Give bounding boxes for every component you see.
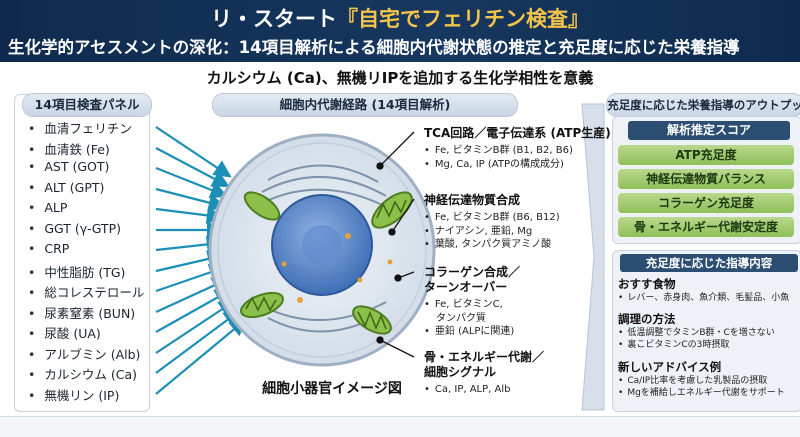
granules xyxy=(281,233,393,303)
pathway-item: ナイアシン, 亜鉛, Mg xyxy=(424,225,560,239)
guide-section-food: おすす食物 レバー、赤身肉、魚介類、毛髪品、小魚 xyxy=(618,277,789,304)
guide-title: 新しいアドバイス例 xyxy=(618,360,722,374)
exam-item: GGT (γ-GTP) xyxy=(22,221,144,242)
score-pill: 神経伝達物質バランス xyxy=(618,169,794,189)
guide-heading: 充足度に応じた指導内容 xyxy=(620,254,798,272)
guide-item: 裏こビタミンCの3時摂取 xyxy=(618,339,775,351)
guide-title: おすす食物 xyxy=(618,277,676,291)
output-panel-heading: 充足度に応じた栄養指導のアウトプット xyxy=(606,93,800,134)
pathway-title: 骨・エネルギー代謝／ xyxy=(424,350,545,364)
pathway-item: Mg, Ca, IP (ATPの構成成分) xyxy=(424,158,611,172)
header-banner: リ・スタート『自宅でフェリチン検査』 生化学的アセスメントの深化：14項目解析に… xyxy=(0,0,800,62)
exam-item: 血清鉄 (Fe) xyxy=(22,139,144,160)
pathway-bone: 骨・エネルギー代謝／ 細胞シグナル Ca, IP, ALP, Alb xyxy=(424,350,544,397)
pathway-item: タンパク質 xyxy=(436,312,486,324)
exam-item: 尿酸 (UA) xyxy=(22,323,144,344)
exam-item: 血清フェリチン xyxy=(22,118,144,139)
mitochondria-icon xyxy=(240,191,413,335)
pathway-title-2: 細胞シグナル xyxy=(424,365,497,379)
exam-item: AST (GOT) xyxy=(22,159,144,180)
exam-item: ALT (GPT) xyxy=(22,180,144,201)
cell-caption: 細胞小器官イメージ図 xyxy=(262,381,402,397)
page-title: リ・スタート『自宅でフェリチン検査』 xyxy=(0,3,800,33)
title-accent: 『自宅でフェリチン検査』 xyxy=(337,7,589,31)
guide-section-cooking: 調理の方法 低温調整でタミンB群・Cを増さない 裏こビタミンCの3時摂取 xyxy=(618,312,775,351)
pathway-title: 神経伝達物質合成 xyxy=(424,193,521,207)
pathway-item: 亜鉛 (ALPに関連) xyxy=(424,325,520,339)
pathway-panel-heading: 細胞内代謝経路 (14項目解析) xyxy=(212,93,518,117)
pathway-title-2: ターンオーバー xyxy=(424,280,508,294)
pathway-tca: TCA回路／電子伝達系 (ATP生産) Fe, ビタミンB群 (B1, B2, … xyxy=(424,126,611,171)
guide-item: Ca/IP比率を考慮した乳製品の摂取 xyxy=(618,375,785,387)
title-prefix: リ・スタート xyxy=(211,7,337,31)
exam-panel-heading: 14項目検査パネル xyxy=(22,93,152,117)
exam-item: アルブミン (Alb) xyxy=(22,344,144,365)
pathway-item: Fe, ビタミンC, xyxy=(424,298,520,312)
page-subtitle: 生化学的アセスメントの深化：14項目解析による細胞内代謝状態の推定と充足度に応じ… xyxy=(8,38,740,57)
pathway-item: 葉酸, タンパク質アミノ酸 xyxy=(424,238,560,252)
pathway-collagen: コラーゲン合成／ ターンオーバー Fe, ビタミンC, タンパク質 亜鉛 (AL… xyxy=(424,265,520,339)
guide-item: 低温調整でタミンB群・Cを増さない xyxy=(618,327,774,339)
footer-band xyxy=(0,416,800,437)
leader-lines xyxy=(376,131,415,358)
output-chevron xyxy=(581,103,605,411)
exam-item: 総コレステロール xyxy=(22,282,144,303)
er-membranes xyxy=(257,164,393,333)
guide-section-advice: 新しいアドバイス例 Ca/IP比率を考慮した乳製品の摂取 Mgを補給しエネルギー… xyxy=(618,360,785,399)
exam-item: CRP xyxy=(22,241,144,262)
pathway-title: コラーゲン合成／ xyxy=(424,265,521,279)
guide-item: Mgを補給しエネルギー代謝をサポート xyxy=(618,387,784,399)
guide-title: 調理の方法 xyxy=(618,312,676,326)
pathway-item: Ca, IP, ALP, Alb xyxy=(424,383,544,397)
exam-item: ALP xyxy=(22,200,144,221)
tagline: カルシウム (Ca)、無機リIPを追加する生化学相性を意義 xyxy=(206,69,594,87)
exam-item: 尿素窒素 (BUN) xyxy=(22,303,144,324)
pathway-item: Fe, ビタミンB群 (B1, B2, B6) xyxy=(424,144,611,158)
score-pill: コラーゲン充足度 xyxy=(618,193,794,213)
score-pill: 骨・エネルギー代謝安定度 xyxy=(618,217,794,237)
guide-item: レバー、赤身肉、魚介類、毛髪品、小魚 xyxy=(618,292,789,304)
exam-item: カルシウム (Ca) xyxy=(22,364,144,385)
score-pill: ATP充足度 xyxy=(618,145,794,165)
exam-item: 無機リン (IP) xyxy=(22,385,144,406)
score-heading: 解析推定スコア xyxy=(628,121,790,140)
exam-list: 血清フェリチン血清鉄 (Fe)AST (GOT)ALT (GPT)ALPGGT … xyxy=(22,118,144,405)
exam-item: 中性脂肪 (TG) xyxy=(22,262,144,283)
pathway-neuro: 神経伝達物質合成 Fe, ビタミンB群 (B6, B12) ナイアシン, 亜鉛,… xyxy=(424,193,560,252)
pathway-item: Fe, ビタミンB群 (B6, B12) xyxy=(424,211,560,225)
pathway-title: TCA回路／電子伝達系 (ATP生産) xyxy=(424,126,611,140)
